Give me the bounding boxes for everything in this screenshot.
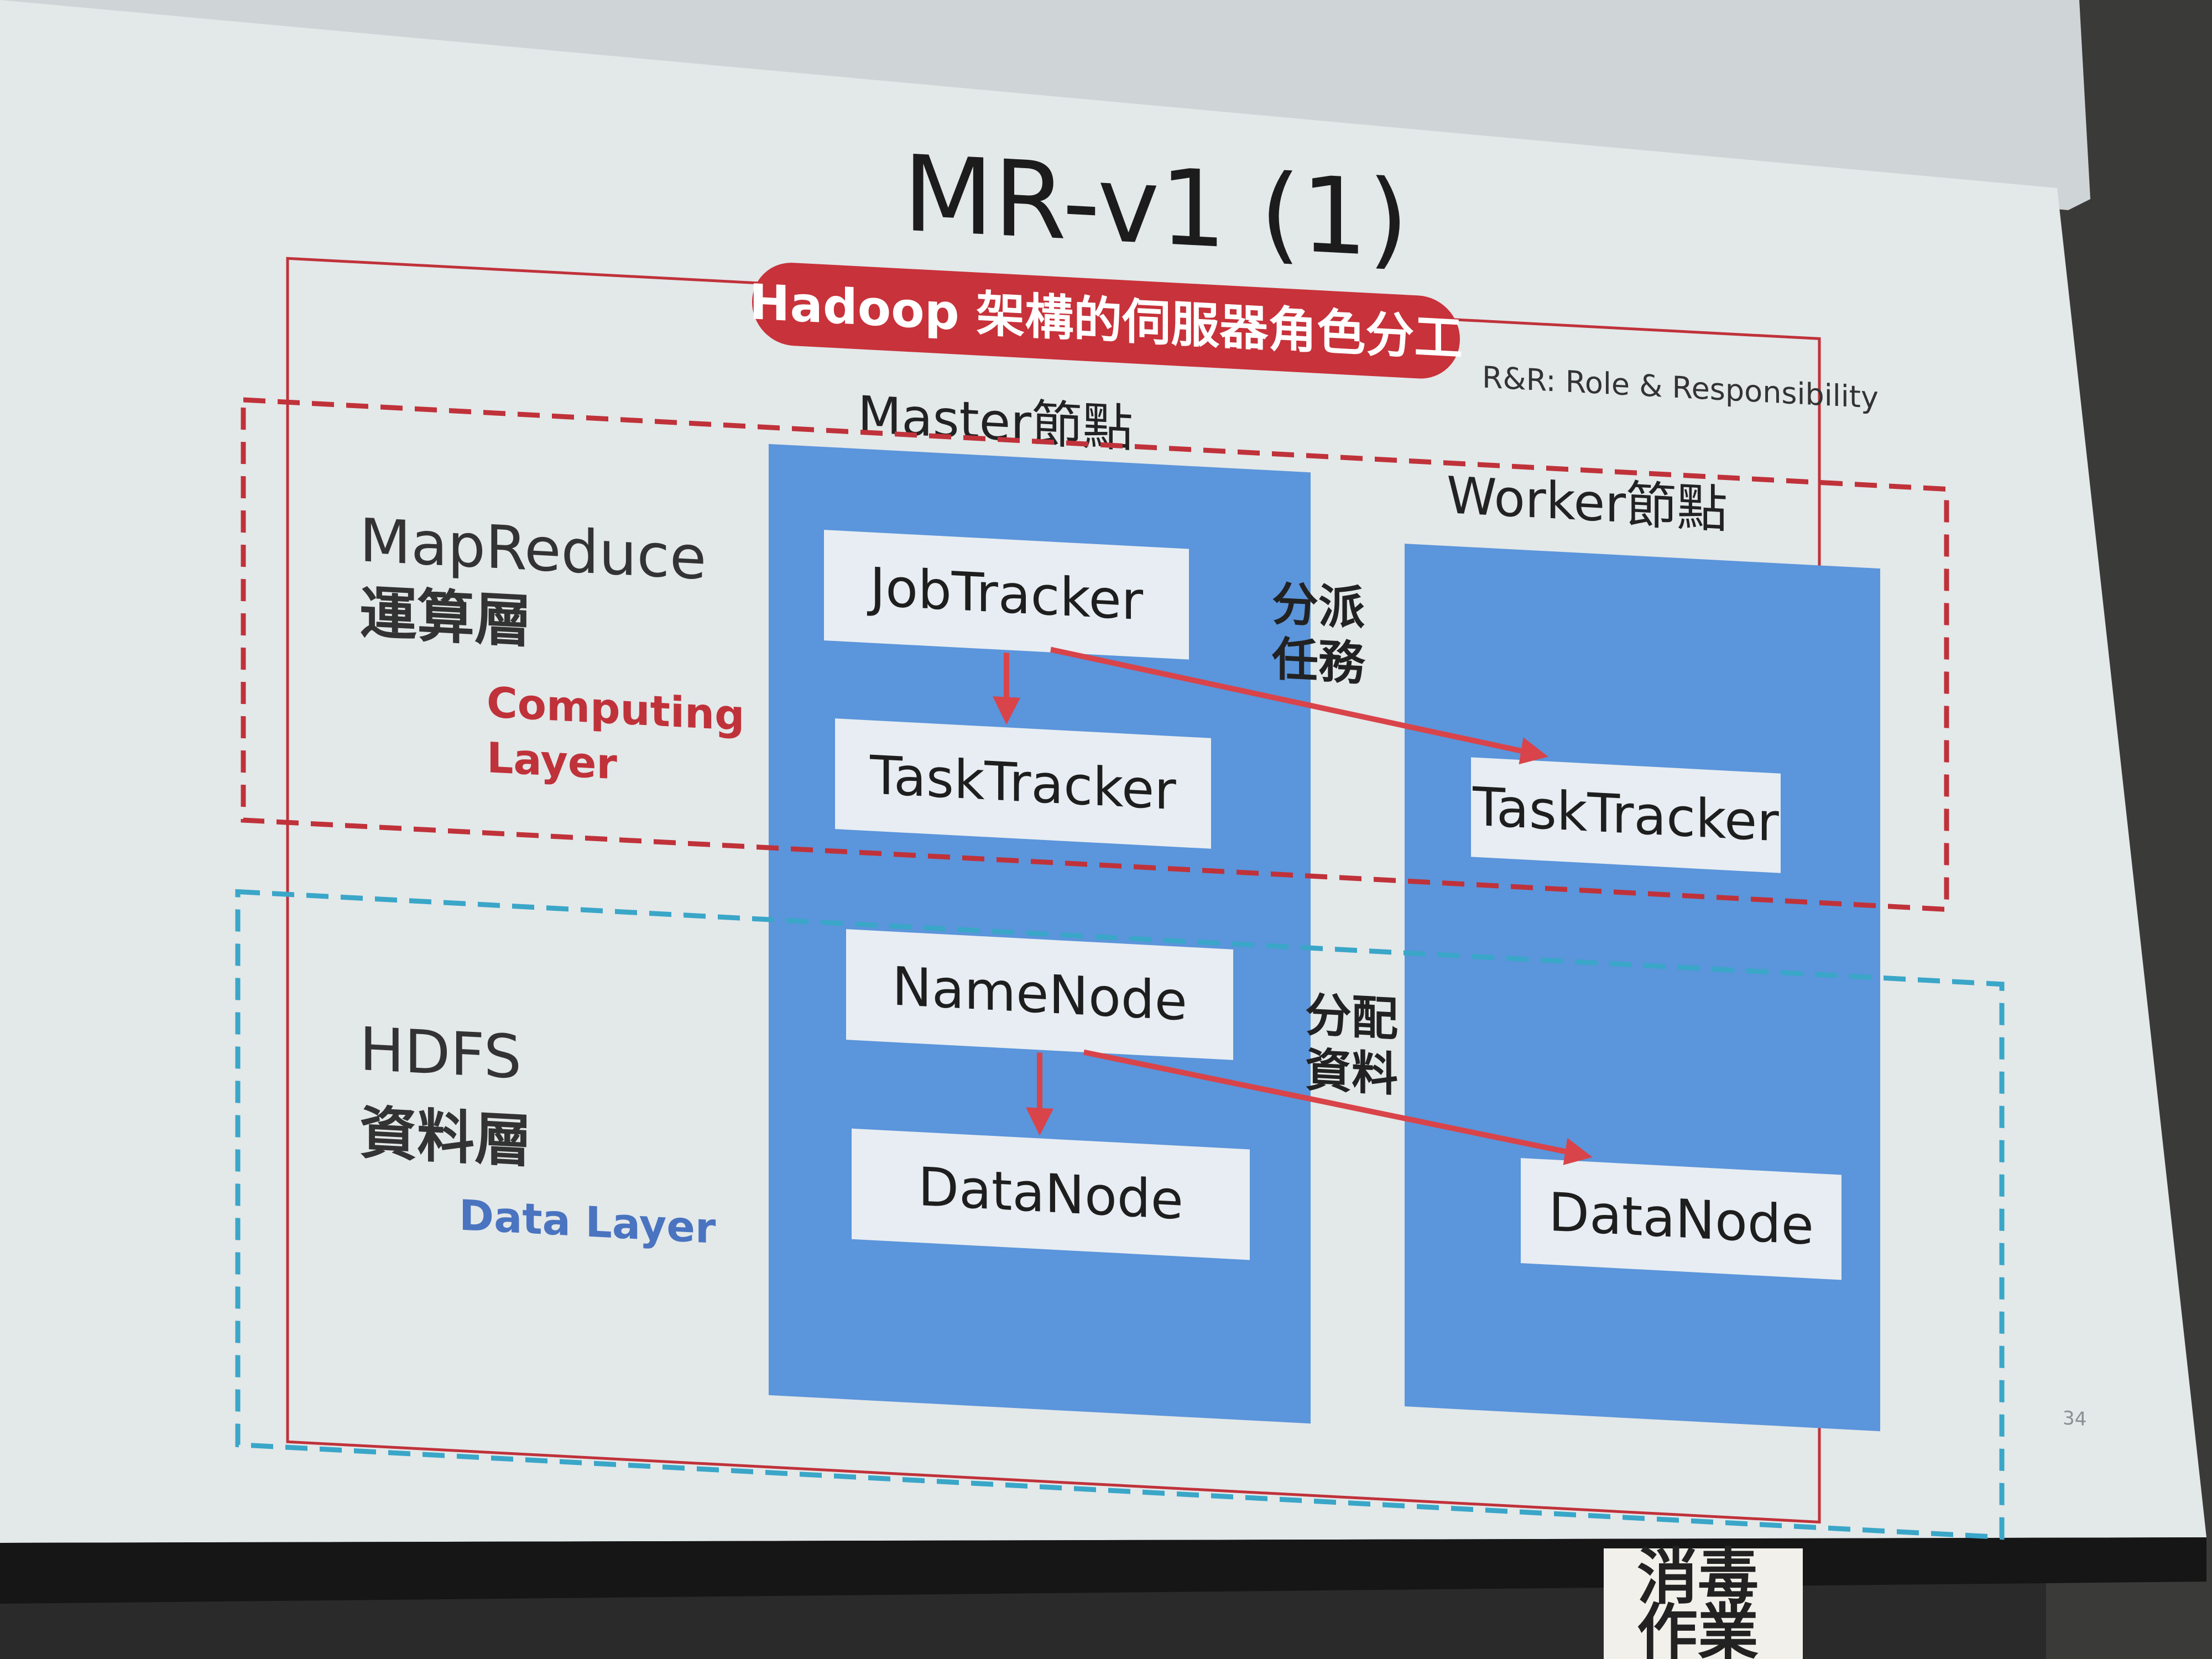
- job-tracker-label: JobTracker: [867, 556, 1144, 632]
- background-sign: [1604, 1548, 1803, 1659]
- distribute-data-label-line2: 資料: [1305, 1043, 1398, 1102]
- dispatch-task-label-line1: 分派: [1272, 577, 1365, 636]
- arrow-jobtracker-to-worker-tasktracker: [1050, 646, 1548, 765]
- job-tracker-box: [824, 530, 1189, 660]
- hdfs-layer-name: HDFS: [359, 1015, 521, 1092]
- background-sign-line2: 作業: [1637, 1597, 1759, 1659]
- mapreduce-layer-name-cn: 運算層: [359, 579, 532, 655]
- computing-layer-label-line2: Layer: [487, 733, 617, 789]
- master-data-node-label: DataNode: [918, 1156, 1183, 1232]
- master-data-node-box: [852, 1128, 1250, 1260]
- title-banner: [752, 263, 1460, 379]
- hdfs-layer-name-cn: 資料層: [359, 1099, 532, 1175]
- slide-title: MR-v1 (1): [903, 133, 1409, 281]
- dispatch-task-label-line2: 任務: [1272, 632, 1366, 691]
- background-sign-line1: 消毒: [1637, 1541, 1759, 1613]
- worker-task-tracker-box: [1471, 757, 1781, 873]
- worker-data-node-label: DataNode: [1548, 1181, 1814, 1257]
- worker-column-heading: Worker節點: [1447, 466, 1728, 540]
- slide: MR-v1 (1) Hadoop 架構的伺服器角色分工 R&R: Role & …: [235, 133, 2086, 1540]
- page-number: 34: [2063, 1407, 2086, 1431]
- worker-column: [1405, 544, 1880, 1432]
- master-task-tracker-box: [835, 718, 1211, 849]
- arrow-namenode-to-worker-datanode: [1083, 1049, 1593, 1165]
- distribute-data-label-line1: 分配: [1305, 988, 1398, 1047]
- hdfs-layer-region: [235, 889, 2005, 1540]
- name-node-box: [846, 929, 1233, 1060]
- worker-data-node-box: [1521, 1158, 1841, 1280]
- name-node-label: NameNode: [892, 956, 1187, 1033]
